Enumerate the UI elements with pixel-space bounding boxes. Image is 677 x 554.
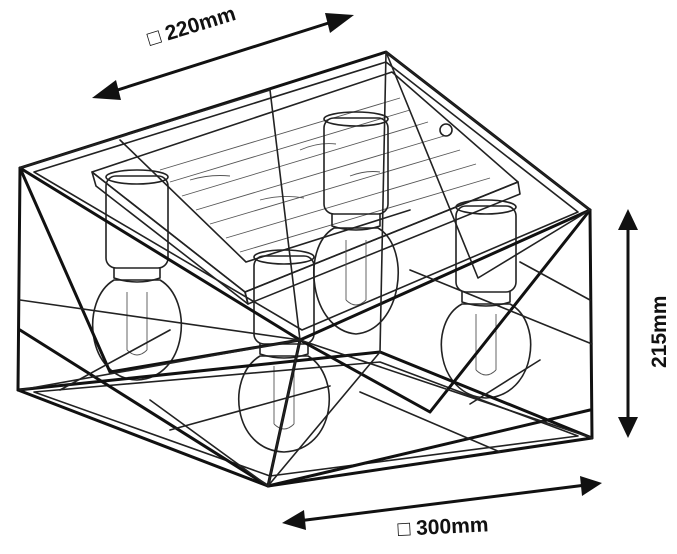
height-dimension-arrow — [618, 209, 638, 438]
bottom-width-label: □ 300mm — [397, 513, 489, 541]
bulb-left — [92, 169, 182, 381]
bottom-dimension-arrow — [282, 476, 602, 530]
mounting-plate — [91, 71, 521, 305]
bulb-front — [238, 249, 330, 453]
bulb-right — [440, 199, 532, 399]
top-dimension-arrow — [92, 13, 354, 100]
wire-cage-frame — [16, 50, 594, 488]
top-width-label: □ 220mm — [145, 2, 239, 51]
height-label: 215mm — [648, 296, 671, 368]
bulb-back-center — [313, 111, 399, 335]
mounting-screw-icon — [439, 123, 453, 137]
